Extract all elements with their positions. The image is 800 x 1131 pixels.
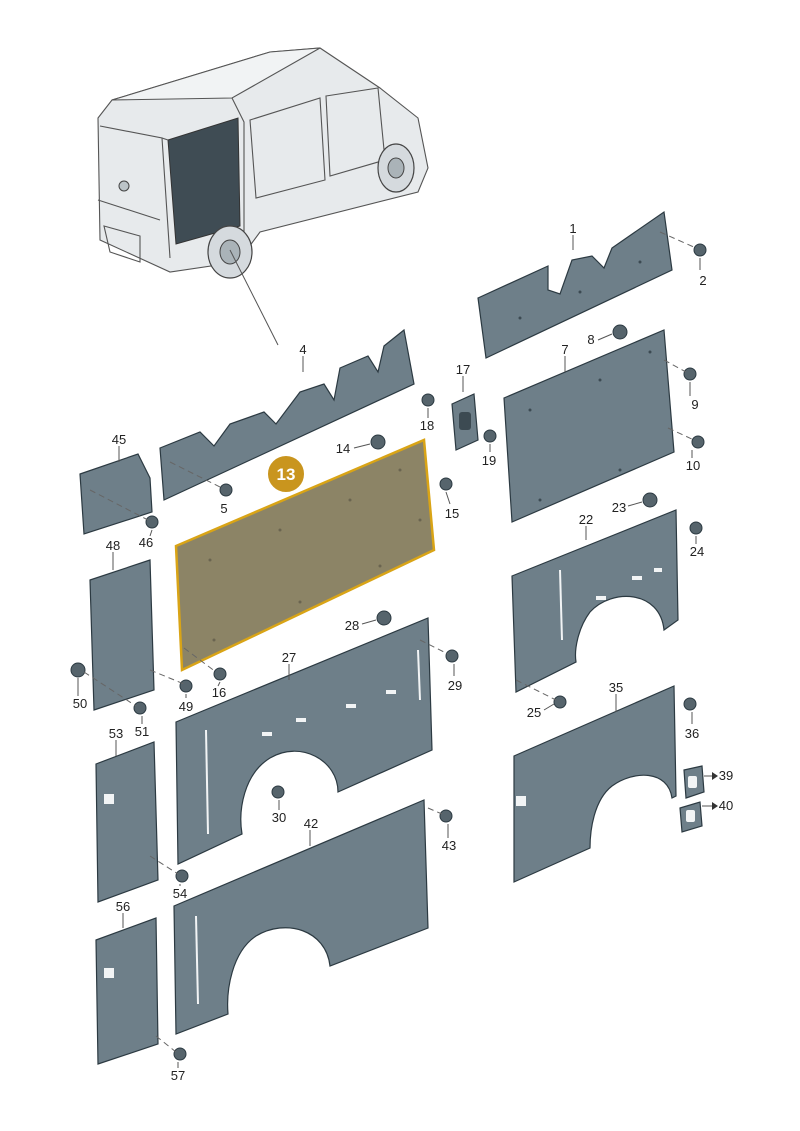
- callout-9: 9: [691, 397, 698, 412]
- callout-45: 45: [112, 432, 126, 447]
- callout-2: 2: [699, 273, 706, 288]
- arrow-40-icon: [712, 802, 718, 810]
- panel-53: [95, 741, 159, 903]
- panel-4: [159, 328, 415, 501]
- panel-56: [95, 917, 159, 1065]
- mounting-lines: [83, 231, 697, 1053]
- callout-10: 10: [686, 458, 700, 473]
- panel-1: [477, 210, 673, 359]
- callout-13: 13: [277, 465, 296, 484]
- callout-36: 36: [685, 726, 699, 741]
- callout-39: 39: [719, 768, 733, 783]
- van-illustration: [97, 47, 429, 346]
- callout-48: 48: [106, 538, 120, 553]
- callout-43: 43: [442, 838, 456, 853]
- callout-40: 40: [719, 798, 733, 813]
- callout-14: 14: [336, 441, 350, 456]
- callout-35: 35: [609, 680, 623, 695]
- panel-7: [503, 329, 675, 523]
- callout-49: 49: [179, 699, 193, 714]
- callout-labels: 1 2 4 5 7 8 9 10 14 15 16 17 18 19 22 23…: [73, 221, 733, 1083]
- panel-48: [89, 559, 155, 711]
- callout-8: 8: [587, 332, 594, 347]
- panel-42: [173, 799, 429, 1035]
- callout-19: 19: [482, 453, 496, 468]
- panel-27: [175, 617, 433, 865]
- callout-25: 25: [527, 705, 541, 720]
- callout-46: 46: [139, 535, 153, 550]
- callout-18: 18: [420, 418, 434, 433]
- callout-1: 1: [569, 221, 576, 236]
- callout-7: 7: [561, 342, 568, 357]
- highlight-badge-13: 13: [266, 454, 306, 494]
- callout-51: 51: [135, 724, 149, 739]
- callout-30: 30: [272, 810, 286, 825]
- callout-24: 24: [690, 544, 704, 559]
- callout-56: 56: [116, 899, 130, 914]
- callout-53: 53: [109, 726, 123, 741]
- panel-22: [511, 509, 679, 693]
- callout-15: 15: [445, 506, 459, 521]
- callout-4: 4: [299, 342, 306, 357]
- callout-54: 54: [173, 886, 187, 901]
- callout-29: 29: [448, 678, 462, 693]
- panel-13-highlighted: [174, 438, 436, 672]
- callout-16: 16: [212, 685, 226, 700]
- callout-28: 28: [345, 618, 359, 633]
- panel-35: [513, 685, 677, 883]
- callout-5: 5: [220, 501, 227, 516]
- callout-50: 50: [73, 696, 87, 711]
- panel-45: [79, 453, 153, 535]
- leader-lines: [77, 235, 712, 1068]
- callout-23: 23: [612, 500, 626, 515]
- callout-57: 57: [171, 1068, 185, 1083]
- callout-22: 22: [579, 512, 593, 527]
- callout-17: 17: [456, 362, 470, 377]
- fasteners: [70, 243, 707, 1061]
- callout-27: 27: [282, 650, 296, 665]
- arrow-39-icon: [712, 772, 718, 780]
- callout-42: 42: [304, 816, 318, 831]
